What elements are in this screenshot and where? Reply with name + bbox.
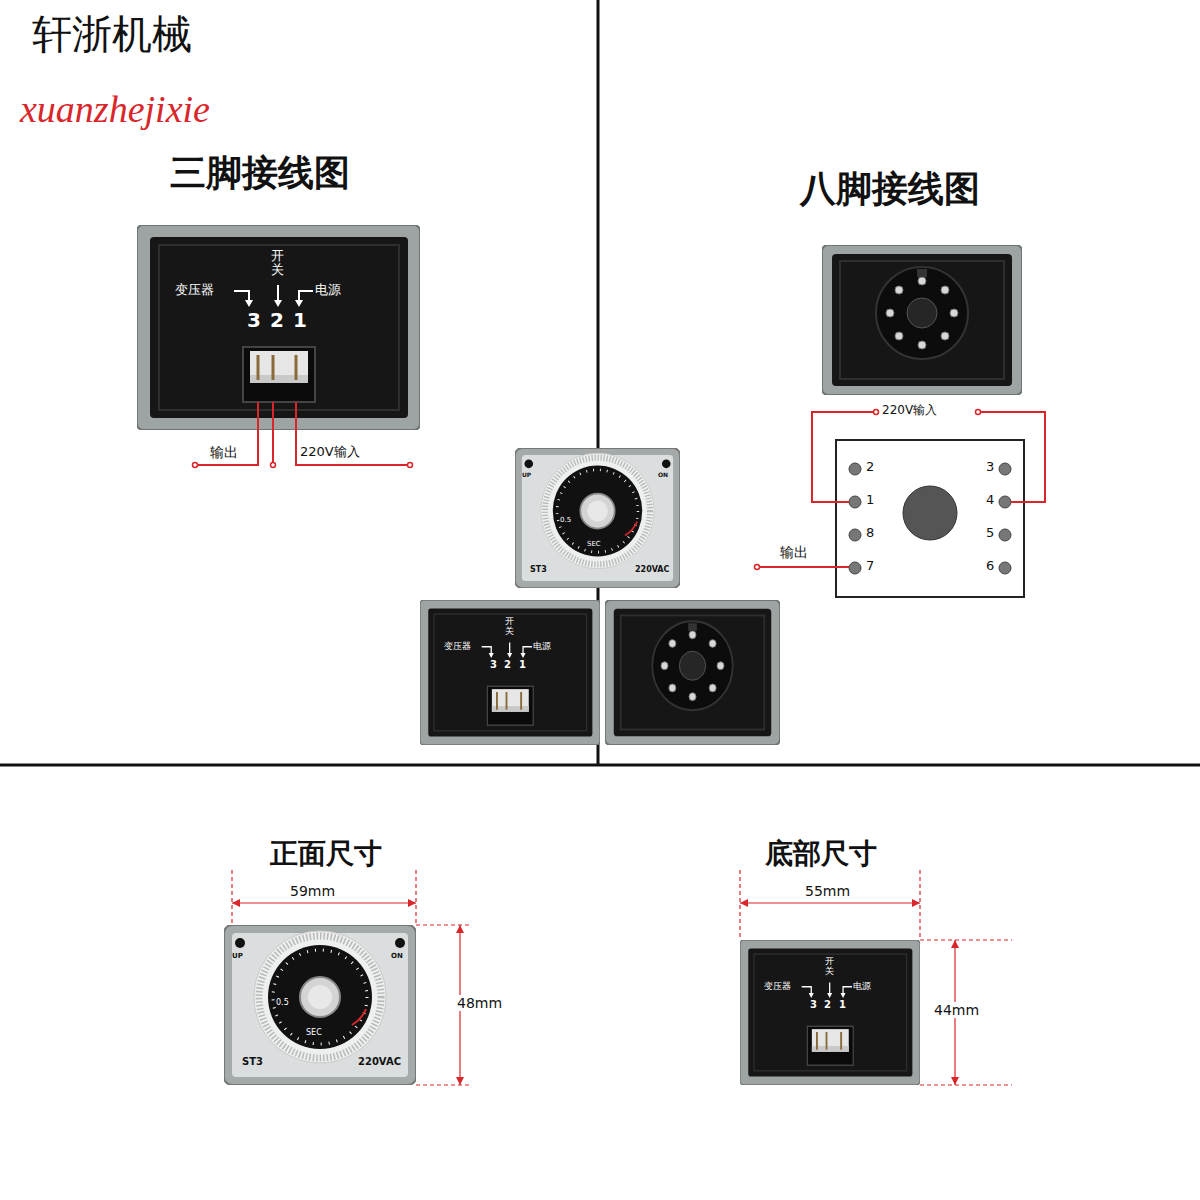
pin-number: 2 xyxy=(504,659,511,671)
divider-line xyxy=(0,764,1200,767)
terminal-name: 变压器 xyxy=(444,641,471,651)
relay-back-8pin xyxy=(822,245,1022,395)
pin-number: 1 xyxy=(839,999,846,1011)
panel-marking: ON xyxy=(391,952,403,960)
relay-front xyxy=(224,925,416,1085)
rating-marking: 220VAC xyxy=(358,1056,401,1068)
pin-number: 2 xyxy=(270,309,284,332)
pin-number: 1 xyxy=(519,659,526,671)
wire-end xyxy=(193,463,413,468)
relay-back-3pin xyxy=(420,600,600,745)
pin-number: 1 xyxy=(293,309,307,332)
model-name: ST3 xyxy=(242,1056,263,1068)
pin-number: 3 xyxy=(986,460,994,475)
panel-marking: UP xyxy=(522,472,531,479)
dimension-value: 55mm xyxy=(805,883,850,899)
panel-marking: ON xyxy=(658,472,668,479)
terminal-name: 开关 xyxy=(271,249,284,278)
wiring xyxy=(757,412,1045,567)
terminal-name: 电源 xyxy=(533,641,551,651)
pin-number: 4 xyxy=(986,493,994,508)
dimension-value: 44mm xyxy=(932,1002,981,1018)
section-heading: 底部尺寸 xyxy=(765,838,877,870)
dimension-arrow xyxy=(740,899,959,1085)
pin-dot xyxy=(849,463,1011,574)
pin-number: 2 xyxy=(866,460,874,475)
dial-scale: 0.5 xyxy=(560,516,571,524)
rating-marking: 220VAC xyxy=(635,565,669,574)
terminal-name: 电源 xyxy=(853,981,871,991)
pin-number: 3 xyxy=(490,659,497,671)
terminal-name: 变压器 xyxy=(764,981,791,991)
terminal-name: 变压器 xyxy=(175,283,214,298)
terminal-name: 开关 xyxy=(825,957,834,977)
pin-number: 1 xyxy=(866,493,874,508)
pin-number: 2 xyxy=(824,999,831,1011)
wire-end xyxy=(755,410,981,570)
section-heading: 三脚接线图 xyxy=(170,152,350,193)
dial-scale: SEC xyxy=(587,540,601,548)
relay-back-3pin xyxy=(137,225,420,430)
wiring xyxy=(195,402,410,465)
panel-marking: UP xyxy=(232,952,243,960)
relay-front xyxy=(515,448,680,588)
pin-number: 7 xyxy=(866,559,874,574)
signal-name: 220V输入 xyxy=(882,404,937,418)
signal-name: 220V输入 xyxy=(300,445,360,460)
signal-name: 输出 xyxy=(210,444,238,460)
brand-watermark: xuanzhejixie xyxy=(20,88,210,132)
signal-name: 输出 xyxy=(780,544,808,560)
dimension-arrow xyxy=(232,899,464,1085)
dimension-line xyxy=(740,870,1012,1085)
terminal-name: 电源 xyxy=(315,283,341,298)
relay-back-3pin xyxy=(740,940,920,1085)
terminal-name: 开关 xyxy=(505,617,514,637)
dial-scale: 0.5 xyxy=(276,998,289,1007)
pin-number: 3 xyxy=(810,999,817,1011)
dimension-line xyxy=(232,870,472,1085)
section-heading: 正面尺寸 xyxy=(270,838,382,870)
pin-diagram xyxy=(836,440,1024,597)
pin-number: 5 xyxy=(986,526,994,541)
section-heading: 八脚接线图 xyxy=(800,168,980,209)
model-name: ST3 xyxy=(530,565,547,574)
dial-scale: SEC xyxy=(306,1028,322,1037)
brand-watermark: 轩浙机械 xyxy=(32,12,192,58)
pin-number: 6 xyxy=(986,559,994,574)
dimension-value: 59mm xyxy=(290,883,335,899)
relay-back-8pin xyxy=(605,600,780,745)
dimension-value: 48mm xyxy=(455,995,504,1011)
pin-number: 8 xyxy=(866,526,874,541)
socket-key xyxy=(903,486,957,540)
pin-number: 3 xyxy=(247,309,261,332)
